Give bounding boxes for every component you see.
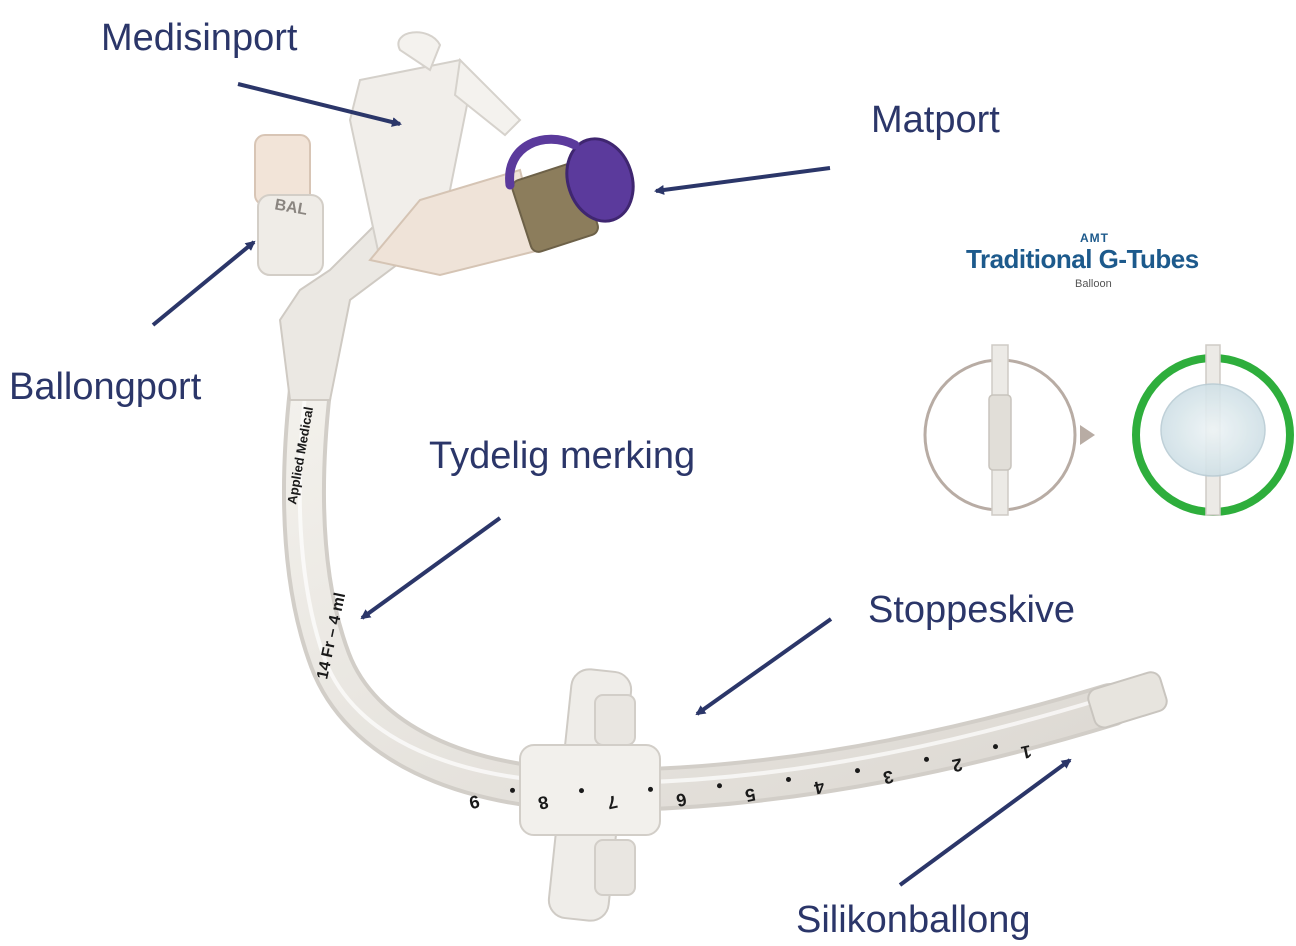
arrow-ballongport <box>153 242 254 325</box>
arrow-tydelig-merking <box>362 518 500 618</box>
arrow-matport <box>656 168 830 191</box>
label-silikonballong: Silikonballong <box>796 901 1031 939</box>
logo-title: Traditional G-Tubes <box>966 244 1199 275</box>
depth-dot <box>924 757 929 762</box>
logo-subtitle: Balloon <box>1075 278 1112 290</box>
arrow-stoppeskive <box>697 619 831 714</box>
label-ballongport: Ballongport <box>9 368 201 406</box>
silicone-tip <box>1086 670 1169 730</box>
depth-dot <box>786 777 791 782</box>
label-matport: Matport <box>871 101 1000 139</box>
depth-dot <box>993 744 998 749</box>
depth-dot <box>717 783 722 788</box>
logo-brand: AMT <box>1080 231 1109 245</box>
depth-dot <box>579 788 584 793</box>
balloon-inset <box>925 345 1290 515</box>
arrow-silikonballong <box>900 760 1070 885</box>
depth-dot <box>855 768 860 773</box>
depth-dot <box>648 787 653 792</box>
label-medisinport: Medisinport <box>101 19 297 57</box>
y-connector <box>255 32 600 400</box>
label-tydelig-merking: Tydelig merking <box>429 437 695 475</box>
label-stoppeskive: Stoppeskive <box>868 591 1075 629</box>
depth-dot <box>510 788 515 793</box>
